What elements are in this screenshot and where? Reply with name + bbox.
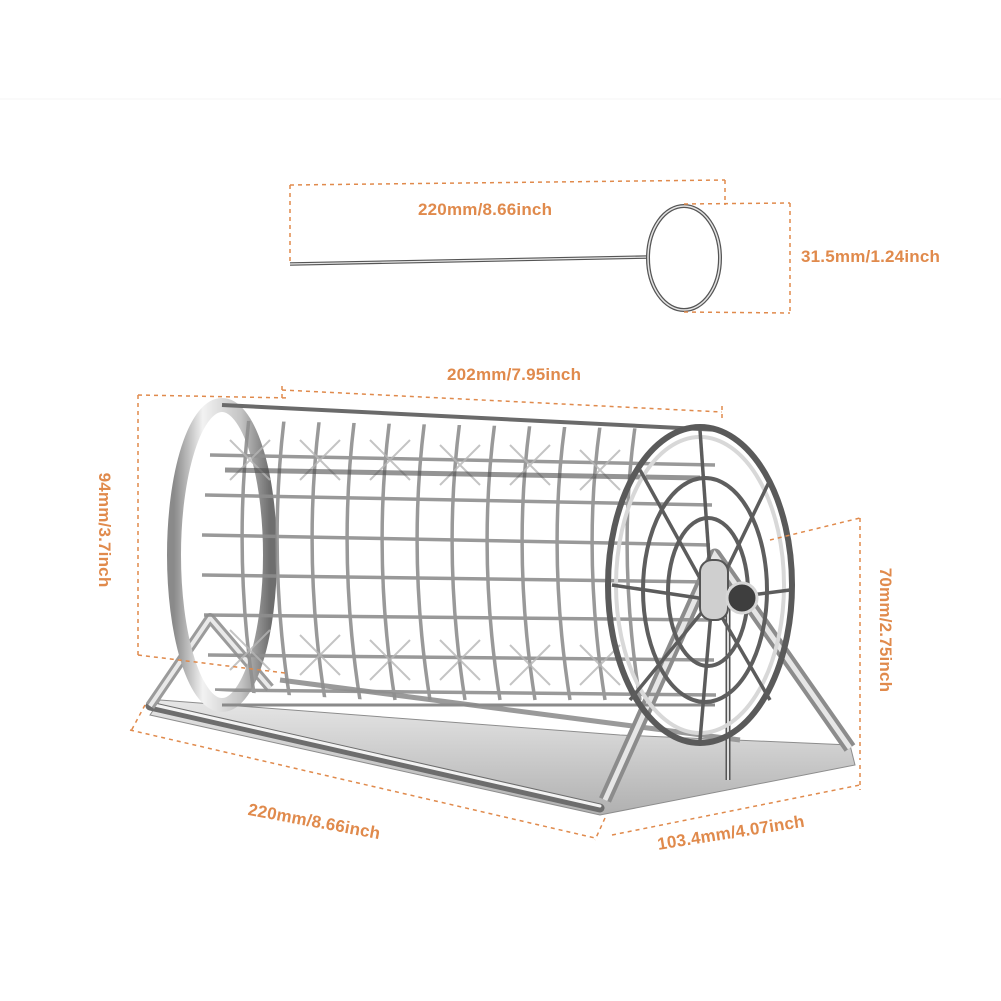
skewer-ring-diameter-label: 31.5mm/1.24inch xyxy=(801,247,941,266)
drum-length-label: 202mm/7.95inch xyxy=(447,365,582,384)
skewer xyxy=(289,204,722,312)
overall-height-label: 94mm/3.7inch xyxy=(95,472,114,588)
side-height-label: 70mm/2.75inch xyxy=(876,567,895,693)
basket-dimension-lines xyxy=(129,386,861,841)
skewer-dimension-lines xyxy=(289,179,791,314)
basket-drum xyxy=(167,398,795,746)
skewer-length-label: 220mm/8.66inch xyxy=(418,200,553,219)
